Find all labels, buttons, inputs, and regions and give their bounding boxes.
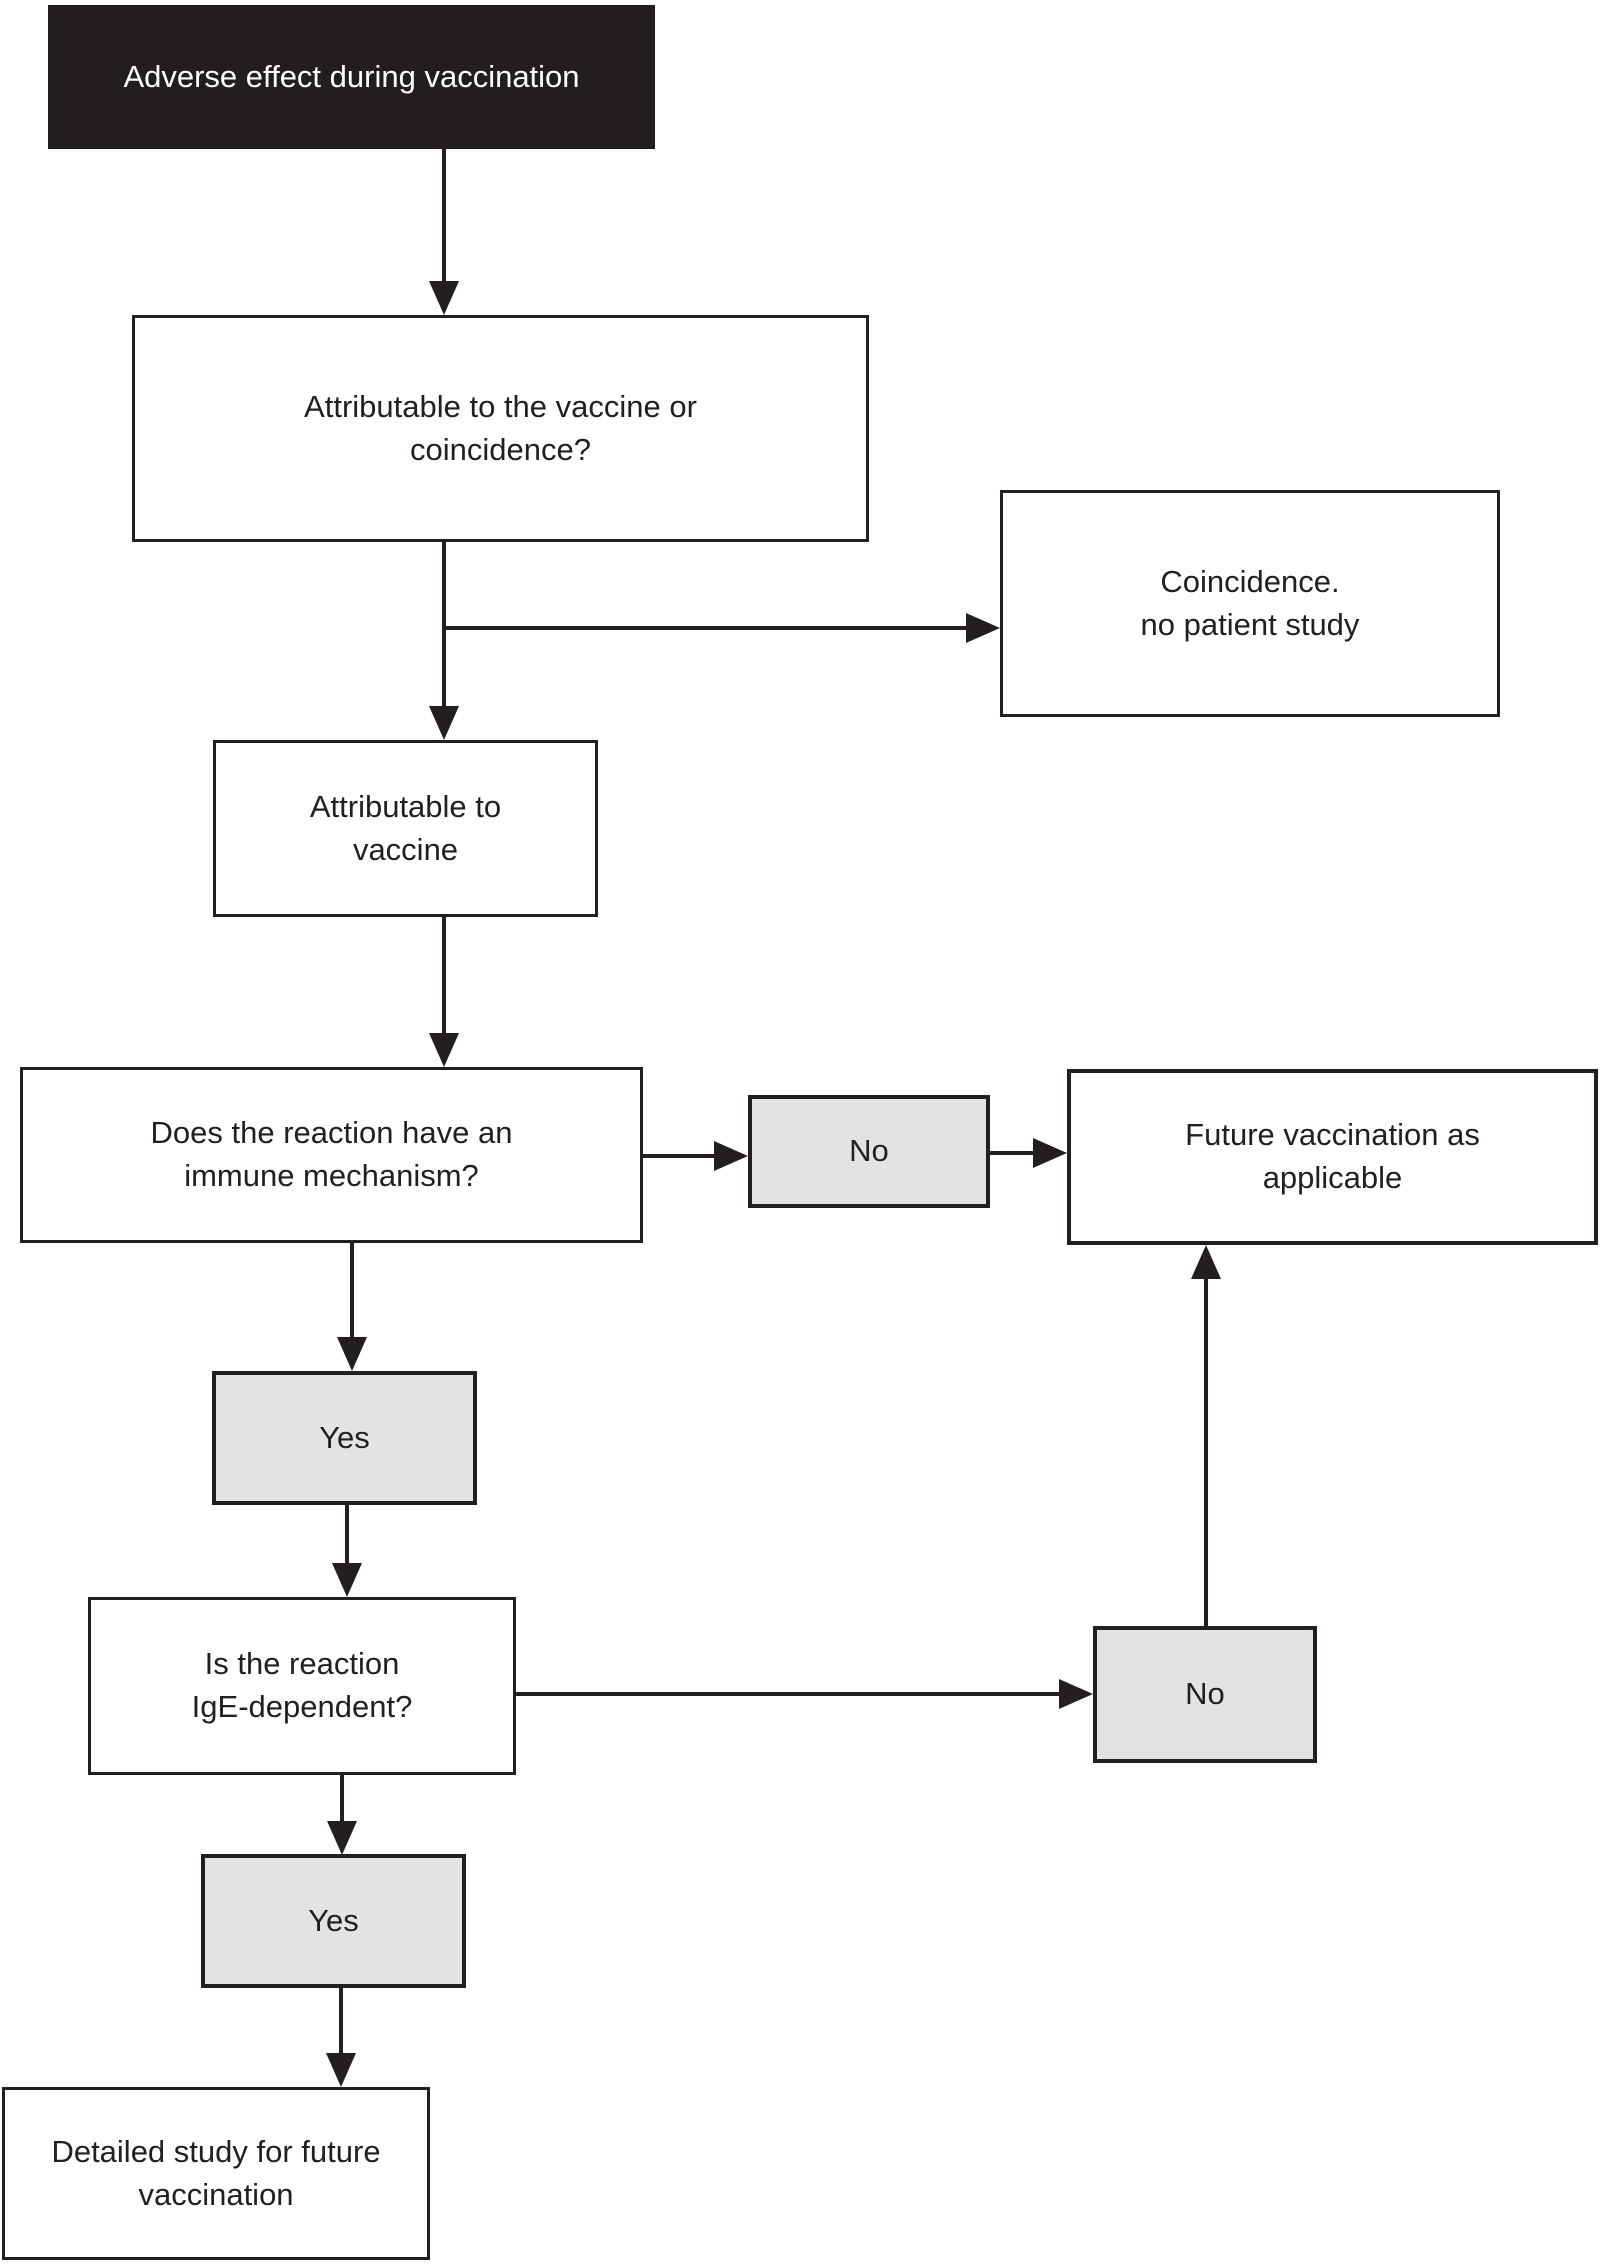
edge-yes-to-ige-line [345, 1505, 349, 1565]
edge-yes-to-detailed-line [339, 1988, 343, 2055]
edge-immune-to-no-arrowhead [714, 1141, 748, 1171]
edge-immune-to-yes-line [350, 1243, 354, 1339]
node-yes-ige: Yes [201, 1854, 466, 1988]
node-ige-question: Is the reaction IgE-dependent? [88, 1597, 516, 1775]
edge-immune-to-no-line [643, 1154, 716, 1158]
node-attributable-question: Attributable to the vaccine or coinciden… [132, 315, 869, 542]
node-adverse-effect: Adverse effect during vaccination [48, 5, 655, 149]
node-future-vaccination: Future vaccination as applicable [1067, 1069, 1598, 1245]
node-immune-question: Does the reaction have an immune mechani… [20, 1067, 643, 1243]
edge-no-to-future-up-line [1204, 1277, 1208, 1626]
edge-attributable-question-to-vaccine-line [442, 542, 446, 708]
node-detailed-study: Detailed study for future vaccination [2, 2087, 430, 2260]
edge-no-to-future-up-arrowhead [1191, 1245, 1221, 1279]
edge-to-coincidence-line [442, 626, 966, 630]
edge-ige-to-yes-line [340, 1775, 344, 1823]
edge-ige-to-no-arrowhead [1059, 1679, 1093, 1709]
edge-yes-to-ige-arrowhead [332, 1563, 362, 1597]
edge-no-to-future-line [990, 1151, 1035, 1155]
edge-to-coincidence-arrowhead [966, 613, 1000, 643]
edge-no-to-future-arrowhead [1033, 1138, 1067, 1168]
node-yes-immune: Yes [212, 1371, 477, 1505]
edge-immune-to-yes-arrowhead [337, 1337, 367, 1371]
edge-yes-to-detailed-arrowhead [326, 2053, 356, 2087]
edge-attributable-question-to-vaccine-arrowhead [429, 706, 459, 740]
node-coincidence: Coincidence. no patient study [1000, 490, 1500, 717]
edge-adverse-to-attributable-arrowhead [429, 281, 459, 315]
node-attributable-vaccine: Attributable to vaccine [213, 740, 598, 917]
edge-ige-to-yes-arrowhead [327, 1821, 357, 1855]
edge-vaccine-to-immune-arrowhead [429, 1033, 459, 1067]
edge-adverse-to-attributable-line [442, 149, 446, 283]
edge-vaccine-to-immune-line [442, 917, 446, 1035]
node-no-ige: No [1093, 1626, 1317, 1763]
edge-ige-to-no-line [516, 1692, 1061, 1696]
node-no-immune: No [748, 1095, 990, 1208]
